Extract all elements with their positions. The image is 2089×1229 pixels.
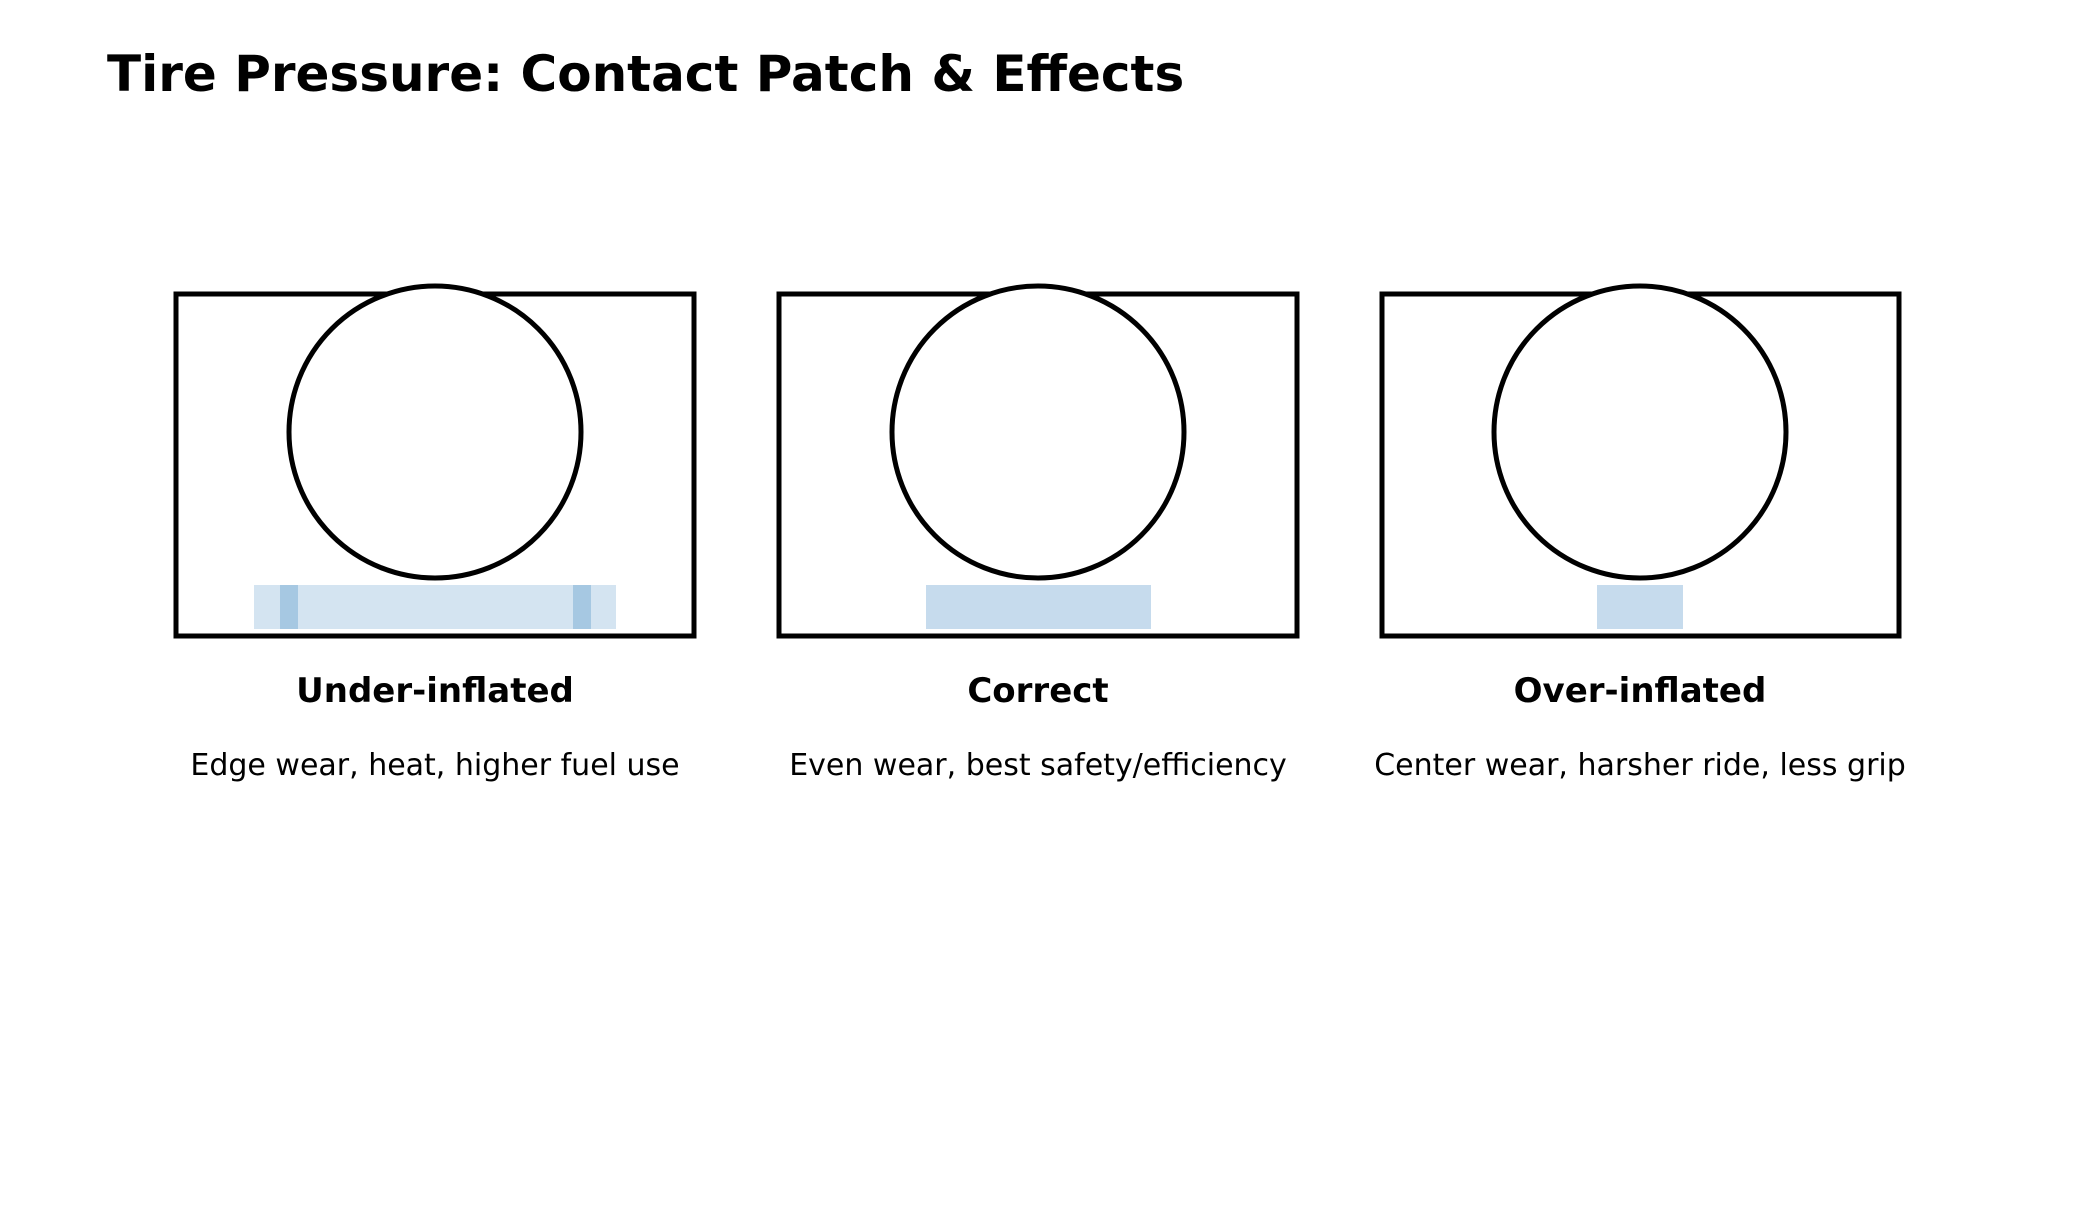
panel-label-over-inflated: Over-inflated [1513,671,1767,711]
panel-description-under-inflated: Edge wear, heat, higher fuel use [190,748,680,783]
edge-wear-right [573,585,591,629]
panel-label-under-inflated: Under-inflated [296,671,574,711]
page-title: Tire Pressure: Contact Patch & Effects [107,45,1185,103]
panel-under-inflated [173,283,697,639]
contact-patch [254,585,616,629]
panel-description-over-inflated: Center wear, harsher ride, less grip [1374,748,1906,783]
contact-patch [1597,585,1683,629]
tire-icon [286,283,584,581]
tire-icon [1491,283,1789,581]
panel-over-inflated [1379,283,1902,639]
panel-correct [776,283,1300,639]
contact-patch [926,585,1151,629]
panel-description-correct: Even wear, best safety/efficiency [789,748,1287,783]
panel-label-correct: Correct [967,671,1109,711]
edge-wear-left [280,585,298,629]
tire-icon [889,283,1187,581]
